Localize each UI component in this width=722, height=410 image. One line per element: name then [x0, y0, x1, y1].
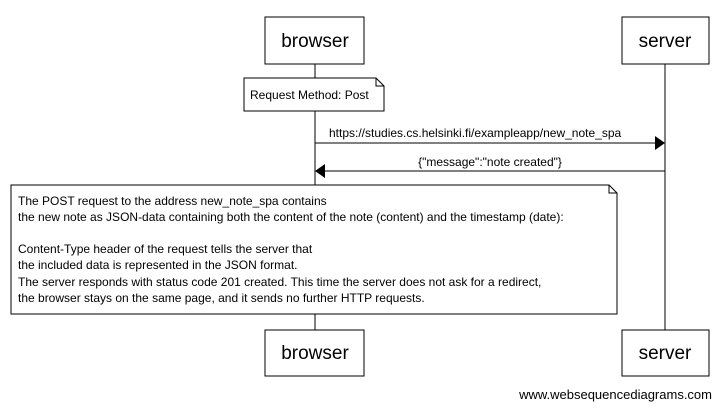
arrowhead-right-icon: [655, 136, 665, 150]
arrowhead-left-icon: [315, 164, 325, 178]
message-request-label: https://studies.cs.helsinki.fi/exampleap…: [329, 126, 621, 140]
note-explanation-line-5: the included data is represented in the …: [18, 258, 298, 272]
watermark-link[interactable]: www.websequencediagrams.com: [519, 387, 712, 402]
note-explanation-line-7: the browser stays on the same page, and …: [18, 291, 425, 305]
participant-browser-top: browser: [264, 16, 365, 65]
participant-browser-top-label: browser: [281, 31, 349, 52]
message-request: https://studies.cs.helsinki.fi/exampleap…: [315, 126, 665, 150]
note-explanation-line-2: the new note as JSON-data containing bot…: [18, 210, 564, 224]
note-explanation-line-1: The POST request to the address new_note…: [18, 194, 327, 208]
participant-browser-bottom-label: browser: [281, 343, 349, 364]
participant-server-bottom-label: server: [639, 343, 692, 364]
note-explanation: The POST request to the address new_note…: [10, 184, 618, 315]
message-response-label: {"message":"note created"}: [418, 155, 562, 169]
note-explanation-line-6: The server responds with status code 201…: [18, 275, 541, 289]
note-explanation-line-4: Content-Type header of the request tells…: [18, 242, 313, 256]
note-request-method-text: Request Method: Post: [250, 88, 369, 102]
participant-browser-bottom: browser: [264, 329, 365, 377]
note-request-method: Request Method: Post: [243, 77, 385, 112]
participant-server-top: server: [621, 16, 710, 65]
message-response: {"message":"note created"}: [315, 155, 665, 178]
participant-server-bottom: server: [621, 329, 710, 377]
participant-server-top-label: server: [639, 31, 692, 52]
